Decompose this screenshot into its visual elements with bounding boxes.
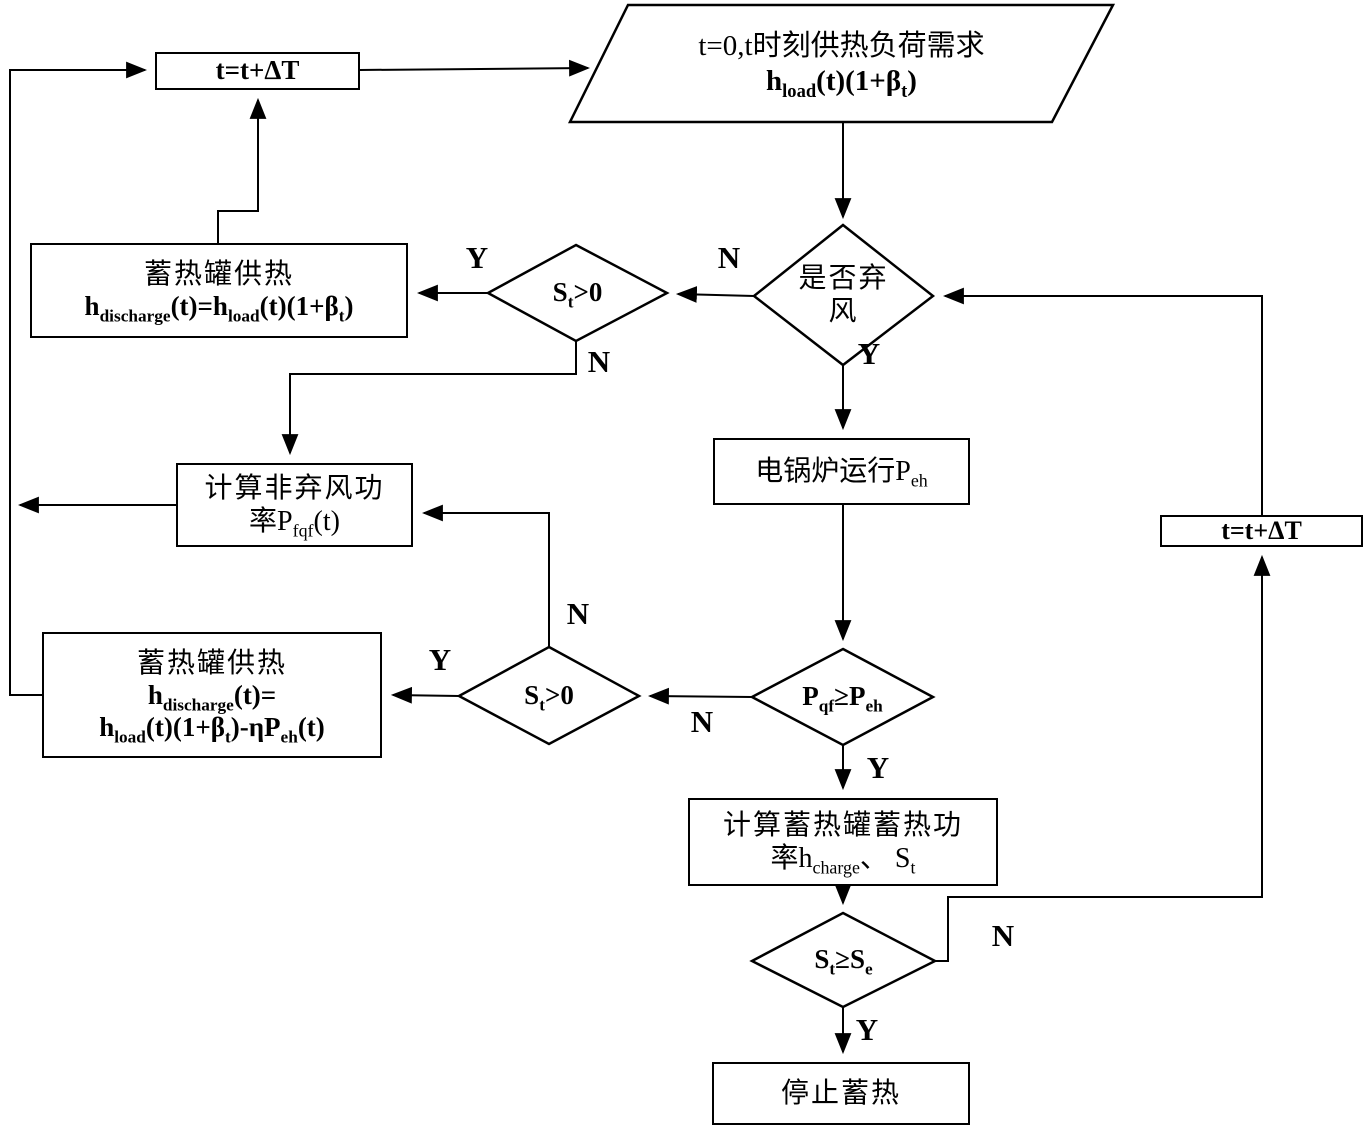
- edge-st2-yes-to-discharge2: [390, 686, 460, 704]
- st1-label: St>0: [552, 277, 603, 312]
- process-box-update-time-left: t=t+ΔT: [155, 52, 360, 90]
- update-time-left-label: t=t+ΔT: [215, 55, 300, 86]
- label-pqf-yes: Y: [866, 750, 890, 785]
- label-pqf-no: N: [690, 704, 714, 739]
- discharge1-line2: hdischarge(t)=hload(t)(1+βt): [84, 291, 354, 326]
- input-line2: hload(t)(1+βt): [766, 64, 917, 102]
- edge-se-no-to-update-right: [935, 554, 1271, 962]
- process-box-tank-discharge-2: 蓄热罐供热 hdischarge(t)= hload(t)(1+βt)-ηPeh…: [42, 632, 382, 758]
- label-curtail-yes: Y: [857, 336, 881, 371]
- label-st1-yes: Y: [465, 240, 489, 275]
- discharge1-line1: 蓄热罐供热: [143, 259, 294, 291]
- fqf-line2: 率Pfqf(t): [249, 506, 340, 541]
- decision-st1-shape: [485, 243, 670, 343]
- charge-line2: 率hcharge、 St: [770, 843, 916, 878]
- io-parallelogram-heat-load-demand: t=0,t时刻供热负荷需求 hload(t)(1+βt): [570, 5, 1113, 122]
- label-st2-yes: Y: [428, 642, 452, 677]
- label-se-no: N: [991, 918, 1015, 953]
- process-box-tank-discharge-1: 蓄热罐供热 hdischarge(t)=hload(t)(1+βt): [30, 243, 408, 338]
- decision-curtail-shape: [751, 223, 936, 367]
- edge-update-right-to-curtail: [942, 287, 1263, 515]
- process-box-electric-boiler: 电锅炉运行Peh: [713, 438, 970, 505]
- input-parallelogram-shape: [567, 3, 1116, 124]
- fqf-line1: 计算非弃风功: [204, 472, 385, 504]
- pqf-label: Pqf≥Peh: [802, 681, 883, 716]
- label-se-yes: Y: [855, 1012, 879, 1047]
- decision-storage-level-1: St>0: [488, 245, 667, 341]
- discharge2-line1: 蓄热罐供热: [136, 647, 287, 679]
- discharge2-line3: hload(t)(1+βt)-ηPeh(t): [99, 711, 325, 746]
- stop-label: 停止蓄热: [780, 1077, 901, 1109]
- boiler-label: 电锅炉运行Peh: [755, 455, 928, 491]
- edge-discharge1-to-update-left: [217, 97, 267, 243]
- label-st1-no: N: [587, 344, 611, 379]
- edge-st2-no-to-fqf: [421, 504, 550, 647]
- edge-discharge2-to-update-left: [9, 61, 148, 696]
- decision-pqf-shape: [749, 647, 936, 747]
- edge-update-left-to-input: [359, 59, 591, 77]
- update-time-right-label: t=t+ΔT: [1221, 515, 1302, 545]
- discharge2-line2: hdischarge(t)=: [147, 679, 277, 715]
- decision-se-shape: [749, 911, 938, 1009]
- decision-curtailed-vs-boiler-power: Pqf≥Peh: [752, 649, 933, 745]
- decision-st2-shape: [456, 645, 642, 746]
- decision-wind-curtailment: 是否弃 风: [754, 225, 933, 365]
- label-st2-no: N: [566, 596, 590, 631]
- decision-storage-level-2: St>0: [459, 647, 639, 744]
- process-box-update-time-right: t=t+ΔT: [1160, 515, 1363, 547]
- se-label: St≥Se: [814, 944, 873, 979]
- curtail-line2: 风: [828, 296, 859, 327]
- edge-curtail-no-to-st1: [675, 286, 755, 303]
- process-box-tank-charge: 计算蓄热罐蓄热功 率hcharge、 St: [688, 798, 998, 886]
- decision-storage-full: St≥Se: [752, 913, 935, 1007]
- curtail-line1: 是否弃: [798, 262, 889, 294]
- st2-label: St>0: [524, 679, 574, 714]
- edge-st1-no-to-fqf: [281, 341, 577, 456]
- process-box-non-curtailed-power: 计算非弃风功 率Pfqf(t): [176, 463, 413, 547]
- charge-line1: 计算蓄热罐蓄热功: [722, 809, 963, 841]
- process-box-stop-charging: 停止蓄热: [712, 1062, 970, 1125]
- input-line1: t=0,t时刻供热负荷需求: [698, 30, 985, 63]
- edge-pqf-no-to-st2: [647, 687, 753, 705]
- label-curtail-no: N: [717, 240, 741, 275]
